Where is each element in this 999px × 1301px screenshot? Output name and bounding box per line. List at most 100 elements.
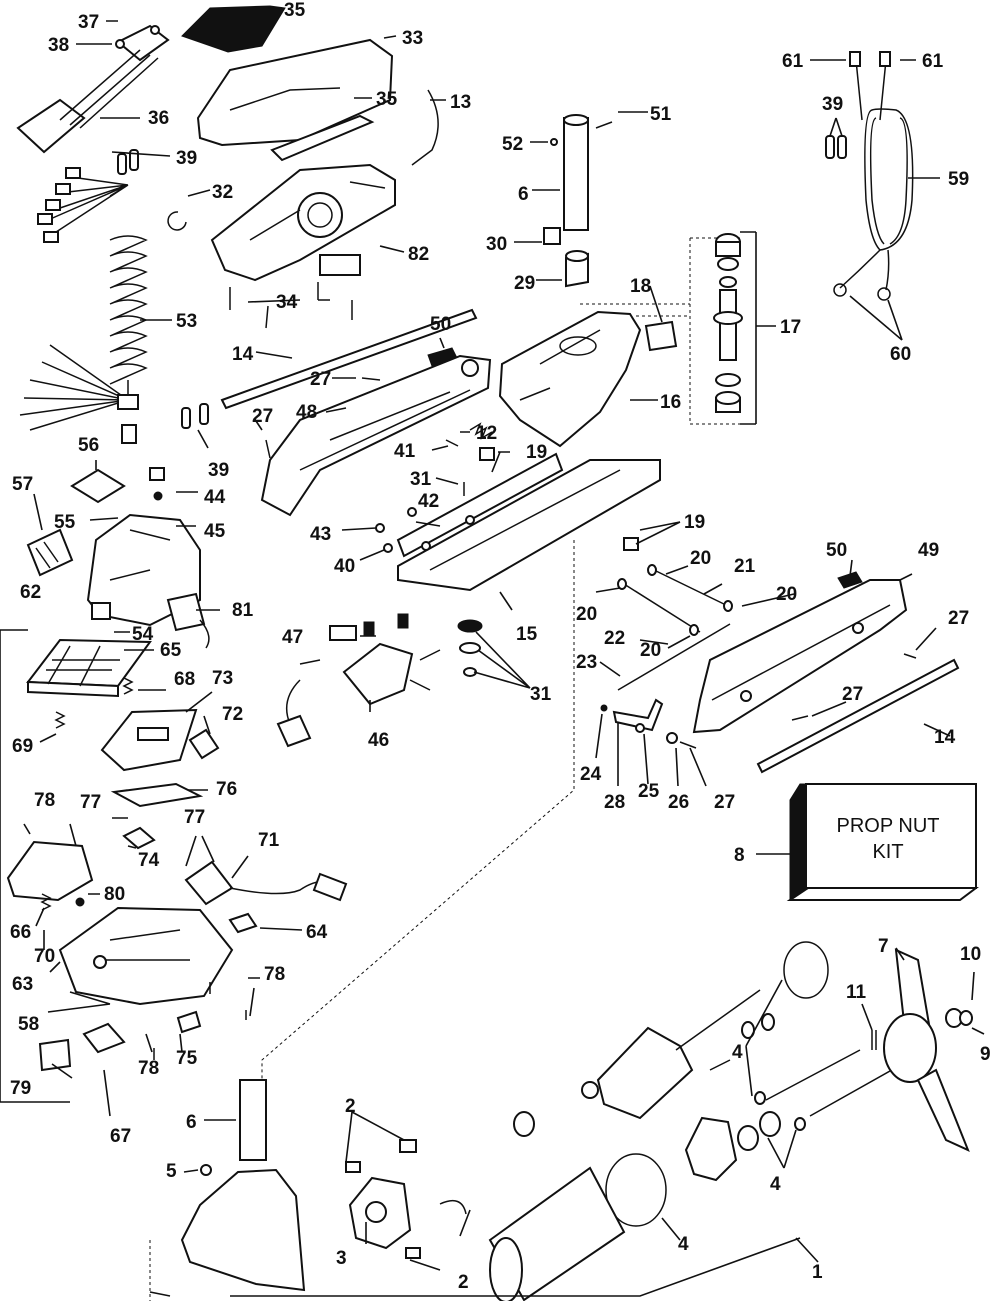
spring-69 — [54, 711, 66, 729]
part-52 — [550, 138, 558, 146]
callout-77: 77 — [80, 792, 101, 813]
callout-27: 27 — [714, 792, 735, 813]
part-72 — [188, 728, 220, 760]
part-19a — [479, 447, 495, 461]
callout-27: 27 — [948, 608, 969, 629]
callout-4: 4 — [732, 1042, 743, 1063]
lower-unit-fin — [180, 1168, 306, 1292]
callout-33: 33 — [402, 28, 423, 49]
callout-72: 72 — [222, 704, 243, 725]
callout-56: 56 — [78, 435, 99, 456]
callout-27: 27 — [842, 684, 863, 705]
callout-40: 40 — [334, 556, 355, 577]
o-ring-4-top — [783, 941, 829, 999]
pedal-65 — [26, 638, 152, 688]
clip-32 — [167, 211, 187, 231]
callout-41: 41 — [394, 441, 416, 462]
callout-46: 46 — [368, 730, 389, 751]
callout-32: 32 — [212, 182, 233, 203]
kit-17 — [580, 231, 757, 425]
callout-77: 77 — [184, 807, 205, 828]
callout-60: 60 — [890, 344, 911, 365]
callout-69: 69 — [12, 736, 33, 757]
wire-13 — [411, 89, 439, 166]
coil-cord-59 — [833, 51, 914, 301]
part-67 — [82, 1022, 126, 1054]
callout-62: 62 — [20, 582, 41, 603]
side-plate-48 — [260, 354, 492, 517]
callout-59: 59 — [948, 169, 969, 190]
callout-75: 75 — [176, 1048, 198, 1069]
callout-49: 49 — [918, 540, 939, 561]
callout-39: 39 — [176, 148, 197, 169]
callout-14: 14 — [934, 727, 956, 748]
latch-28 — [612, 698, 664, 732]
callout-70: 70 — [34, 946, 55, 967]
callout-55: 55 — [54, 512, 76, 533]
callout-4: 4 — [770, 1174, 781, 1195]
callout-29: 29 — [514, 273, 535, 294]
callout-82: 82 — [408, 244, 429, 265]
callout-58: 58 — [18, 1014, 39, 1035]
callout-2: 2 — [458, 1272, 469, 1293]
part-44 — [149, 467, 165, 481]
callout-50: 50 — [826, 540, 847, 561]
coil-cord-53 — [19, 167, 148, 444]
callout-6: 6 — [518, 184, 529, 205]
callout-45: 45 — [204, 521, 226, 542]
callout-38: 38 — [48, 35, 69, 56]
callout-27: 27 — [252, 406, 273, 427]
callout-19: 19 — [526, 442, 547, 463]
kit-box-line1: PROP NUT — [837, 815, 940, 837]
callout-11: 11 — [846, 982, 867, 1003]
callout-74: 74 — [138, 850, 160, 871]
callout-22: 22 — [604, 628, 625, 649]
callout-79: 79 — [10, 1078, 31, 1099]
part-75 — [176, 1010, 202, 1034]
bracket-62 — [0, 629, 70, 1103]
callout-7: 7 — [878, 936, 889, 957]
callout-78: 78 — [264, 964, 285, 985]
callout-6: 6 — [186, 1112, 197, 1133]
part-25 — [635, 723, 645, 733]
callout-76: 76 — [216, 779, 237, 800]
callout-51: 51 — [650, 104, 672, 125]
part-drawings — [0, 5, 979, 1301]
callout-25: 25 — [638, 781, 660, 802]
callout-42: 42 — [418, 491, 439, 512]
rod-14 — [220, 308, 478, 410]
callout-43: 43 — [310, 524, 331, 545]
kit-box-line2: KIT — [872, 841, 903, 863]
callout-61: 61 — [922, 51, 944, 72]
callout-20: 20 — [576, 604, 597, 625]
callout-63: 63 — [12, 974, 33, 995]
part-24 — [600, 704, 608, 712]
callout-37: 37 — [78, 12, 99, 33]
part-5 — [200, 1164, 212, 1176]
o-ring-4-bottom — [605, 1153, 667, 1227]
callout-20: 20 — [690, 548, 711, 569]
callout-36: 36 — [148, 108, 169, 129]
callout-78: 78 — [138, 1058, 159, 1079]
callout-9: 9 — [980, 1044, 991, 1065]
callout-80: 80 — [104, 884, 125, 905]
callout-3: 3 — [336, 1248, 347, 1269]
callout-44: 44 — [204, 487, 226, 508]
screw-51 — [595, 121, 613, 129]
callout-39: 39 — [822, 94, 843, 115]
callout-14: 14 — [232, 344, 254, 365]
callout-71: 71 — [258, 830, 280, 851]
part-30 — [543, 227, 561, 245]
callout-48: 48 — [296, 402, 317, 423]
callout-21: 21 — [734, 556, 756, 577]
callout-17: 17 — [780, 317, 801, 338]
callout-64: 64 — [306, 922, 328, 943]
callout-20: 20 — [640, 640, 661, 661]
part-64 — [228, 912, 258, 934]
callout-24: 24 — [580, 764, 602, 785]
pedal-cover-55 — [86, 513, 201, 627]
part-80 — [75, 897, 85, 907]
label-79 — [38, 1038, 72, 1072]
callout-12: 12 — [476, 423, 497, 444]
